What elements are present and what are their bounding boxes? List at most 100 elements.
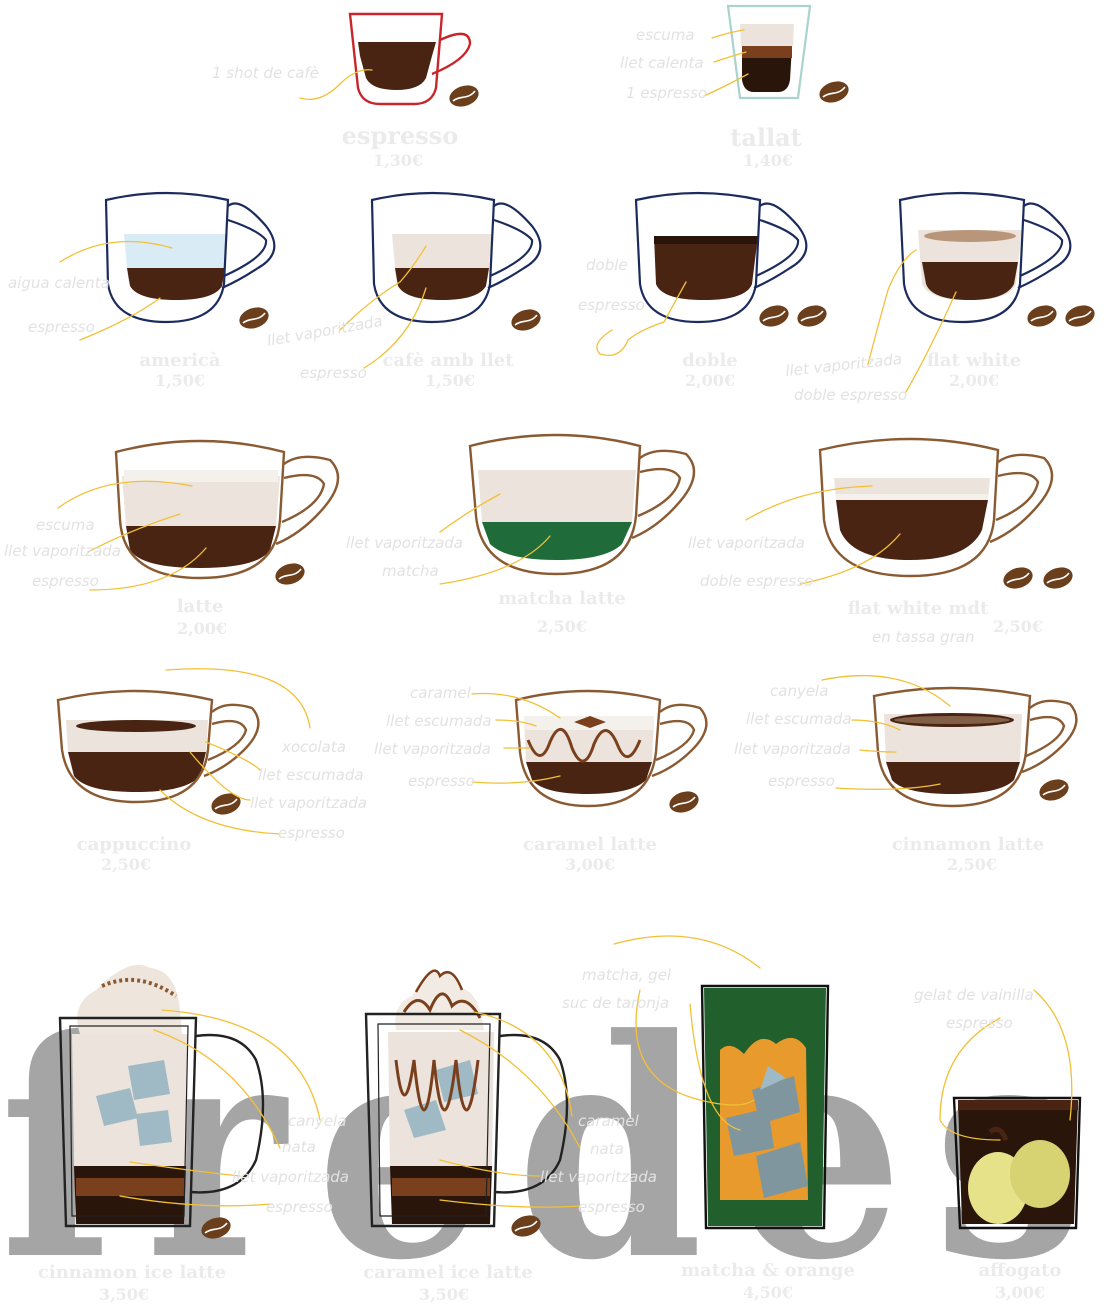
drink-caramel-latte: caramel llet escumada llet vaporitzada e… [374, 684, 708, 874]
label-cinnamon-ice-latte-cream: nata [282, 1138, 316, 1156]
label-flat-white-milk: llet vaporitzada [785, 350, 903, 380]
drink-name-caramel-latte: caramel latte [523, 834, 657, 855]
drink-price-tallat: 1,40€ [743, 151, 793, 170]
label-flat-white-espresso: doble espresso [794, 386, 907, 404]
drink-name-america: americà [139, 350, 220, 371]
label-flat-white-mdt-milk: llet vaporitzada [688, 534, 805, 552]
label-doble-espresso: espresso [578, 296, 645, 314]
label-affogato-espresso: espresso [946, 1014, 1013, 1032]
drink-name-cafe-amb-llet: cafè amb llet [382, 350, 514, 371]
drink-price-latte: 2,00€ [177, 619, 227, 638]
label-caramel-ice-latte-caramel: caramel [578, 1112, 640, 1130]
label-matcha-orange-orange-juice: suc de taronja [562, 994, 669, 1012]
drink-name-matcha-latte: matcha latte [498, 588, 626, 609]
label-cinnamon-latte-milk: llet vaporitzada [734, 740, 851, 758]
label-cinnamon-latte-cinnamon: canyela [770, 682, 828, 700]
drink-price-cinnamon-latte: 2,50€ [947, 855, 997, 874]
drink-price-matcha-orange: 4,50€ [743, 1283, 793, 1302]
label-caramel-ice-latte-espresso: espresso [578, 1198, 645, 1216]
coffee-bean-icon [507, 305, 545, 335]
label-cappuccino-milk: llet vaporitzada [250, 794, 367, 812]
coffee-bean-icon [1061, 301, 1099, 331]
label-cinnamon-ice-latte-espresso: espresso [266, 1198, 333, 1216]
drink-matcha-orange: matcha, gel suc de taronja matcha & oran… [562, 935, 855, 1302]
drink-price-affogato: 3,00€ [995, 1283, 1045, 1302]
coffee-bean-icon [1023, 301, 1061, 331]
drink-affogato: gelat de vainilla espresso affogato 3,00… [914, 986, 1082, 1302]
label-caramel-latte-foam: llet escumada [386, 712, 492, 730]
drink-name-espresso: espresso [342, 121, 459, 150]
drink-cafe-amb-llet: llet vaporitzada espresso cafè amb llet … [266, 191, 545, 390]
drink-price-flat-white-mdt: 2,50€ [993, 617, 1043, 636]
coffee-bean-icon [815, 77, 853, 107]
drink-price-cafe-amb-llet: 1,50€ [425, 371, 475, 390]
label-latte-foam: escuma [36, 516, 95, 534]
label-affogato-vanilla-ice-cream: gelat de vainilla [914, 986, 1034, 1004]
coffee-bean-icon [1035, 775, 1073, 805]
label-cinnamon-latte-foam: llet escumada [746, 710, 852, 728]
drink-name-matcha-orange: matcha & orange [681, 1260, 855, 1281]
drink-name-flat-white-mdt: flat white mdt [848, 598, 989, 619]
drink-name-cappuccino: cappuccino [77, 834, 192, 855]
drink-flat-white-mdt: llet vaporitzada doble espresso flat whi… [688, 437, 1077, 646]
label-cappuccino-espresso: espresso [278, 824, 345, 842]
label-caramel-latte-caramel: caramel [410, 684, 472, 702]
drink-price-caramel-latte: 3,00€ [565, 855, 615, 874]
label-cafe-amb-llet-milk: llet vaporitzada [266, 312, 384, 350]
coffee-bean-icon [235, 303, 273, 333]
drink-matcha-latte: llet vaporitzada matcha matcha latte 2,5… [346, 433, 696, 636]
label-cafe-amb-llet-espresso: espresso [300, 364, 367, 382]
label-flat-white-mdt-espresso: doble espresso [700, 572, 813, 590]
label-latte-milk: llet vaporitzada [4, 542, 121, 560]
drink-price-cinnamon-ice-latte: 3,50€ [99, 1285, 149, 1304]
coffee-bean-icon [665, 787, 703, 817]
drink-name-caramel-ice-latte: caramel ice latte [363, 1262, 532, 1283]
label-cinnamon-ice-latte-milk: llet vaporitzada [232, 1168, 349, 1186]
label-matcha-orange-matcha-ice: matcha, gel [582, 966, 672, 984]
label-espresso-shot: 1 shot de cafè [212, 64, 319, 82]
label-matcha-latte-milk: llet vaporitzada [346, 534, 463, 552]
drink-subtitle-flat-white-mdt: en tassa gran [872, 628, 975, 646]
label-tallat-foam: escuma [636, 26, 695, 44]
label-tallat-espresso: 1 espresso [626, 84, 707, 102]
drink-latte: escuma llet vaporitzada espresso latte 2… [4, 439, 340, 638]
label-cappuccino-foam: llet escumada [258, 766, 364, 784]
drink-name-doble: doble [682, 350, 737, 371]
drink-caramel-ice-latte: caramel nata llet vaporitzada espresso c… [363, 969, 657, 1304]
label-america-espresso: espresso [28, 318, 95, 336]
drink-cappuccino: xocolata llet escumada llet vaporitzada … [56, 668, 367, 874]
coffee-bean-icon [207, 789, 245, 819]
label-cinnamon-latte-espresso: espresso [768, 772, 835, 790]
drink-price-matcha-latte: 2,50€ [537, 617, 587, 636]
drink-name-cinnamon-latte: cinnamon latte [892, 834, 1045, 855]
drink-price-america: 1,50€ [155, 371, 205, 390]
drink-price-doble: 2,00€ [685, 371, 735, 390]
drink-tallat: escuma llet calenta 1 espresso tallat 1,… [620, 4, 853, 170]
coffee-bean-icon [1039, 563, 1077, 593]
label-america-water: aigua calenta [8, 274, 110, 292]
drink-name-latte: latte [177, 596, 224, 617]
drink-price-caramel-ice-latte: 3,50€ [419, 1285, 469, 1304]
drink-price-cappuccino: 2,50€ [101, 855, 151, 874]
coffee-bean-icon [755, 301, 793, 331]
drink-name-cinnamon-ice-latte: cinnamon ice latte [38, 1262, 226, 1283]
drink-america: aigua calenta espresso americà 1,50€ [8, 191, 276, 390]
drink-cinnamon-latte: canyela llet escumada llet vaporitzada e… [734, 674, 1078, 874]
drink-doble: doble espresso doble 2,00€ [578, 191, 831, 390]
drink-price-espresso: 1,30€ [373, 151, 423, 170]
label-matcha-latte-matcha: matcha [382, 562, 439, 580]
coffee-bean-icon [271, 559, 309, 589]
label-doble-doble: doble [586, 256, 628, 274]
drink-name-flat-white: flat white [927, 350, 1022, 371]
coffee-bean-icon [999, 563, 1037, 593]
drink-cinnamon-ice-latte: canyela nata llet vaporitzada espresso c… [38, 964, 349, 1304]
label-cappuccino-chocolate: xocolata [281, 738, 346, 756]
label-caramel-latte-milk: llet vaporitzada [374, 740, 491, 758]
drink-flat-white: llet vaporitzada doble espresso flat whi… [785, 191, 1099, 404]
drink-name-tallat: tallat [730, 123, 802, 152]
label-latte-espresso: espresso [32, 572, 99, 590]
label-tallat-milk: llet calenta [620, 54, 704, 72]
drink-espresso: 1 shot de cafè espresso 1,30€ [212, 12, 483, 170]
drink-name-affogato: affogato [978, 1260, 1061, 1281]
